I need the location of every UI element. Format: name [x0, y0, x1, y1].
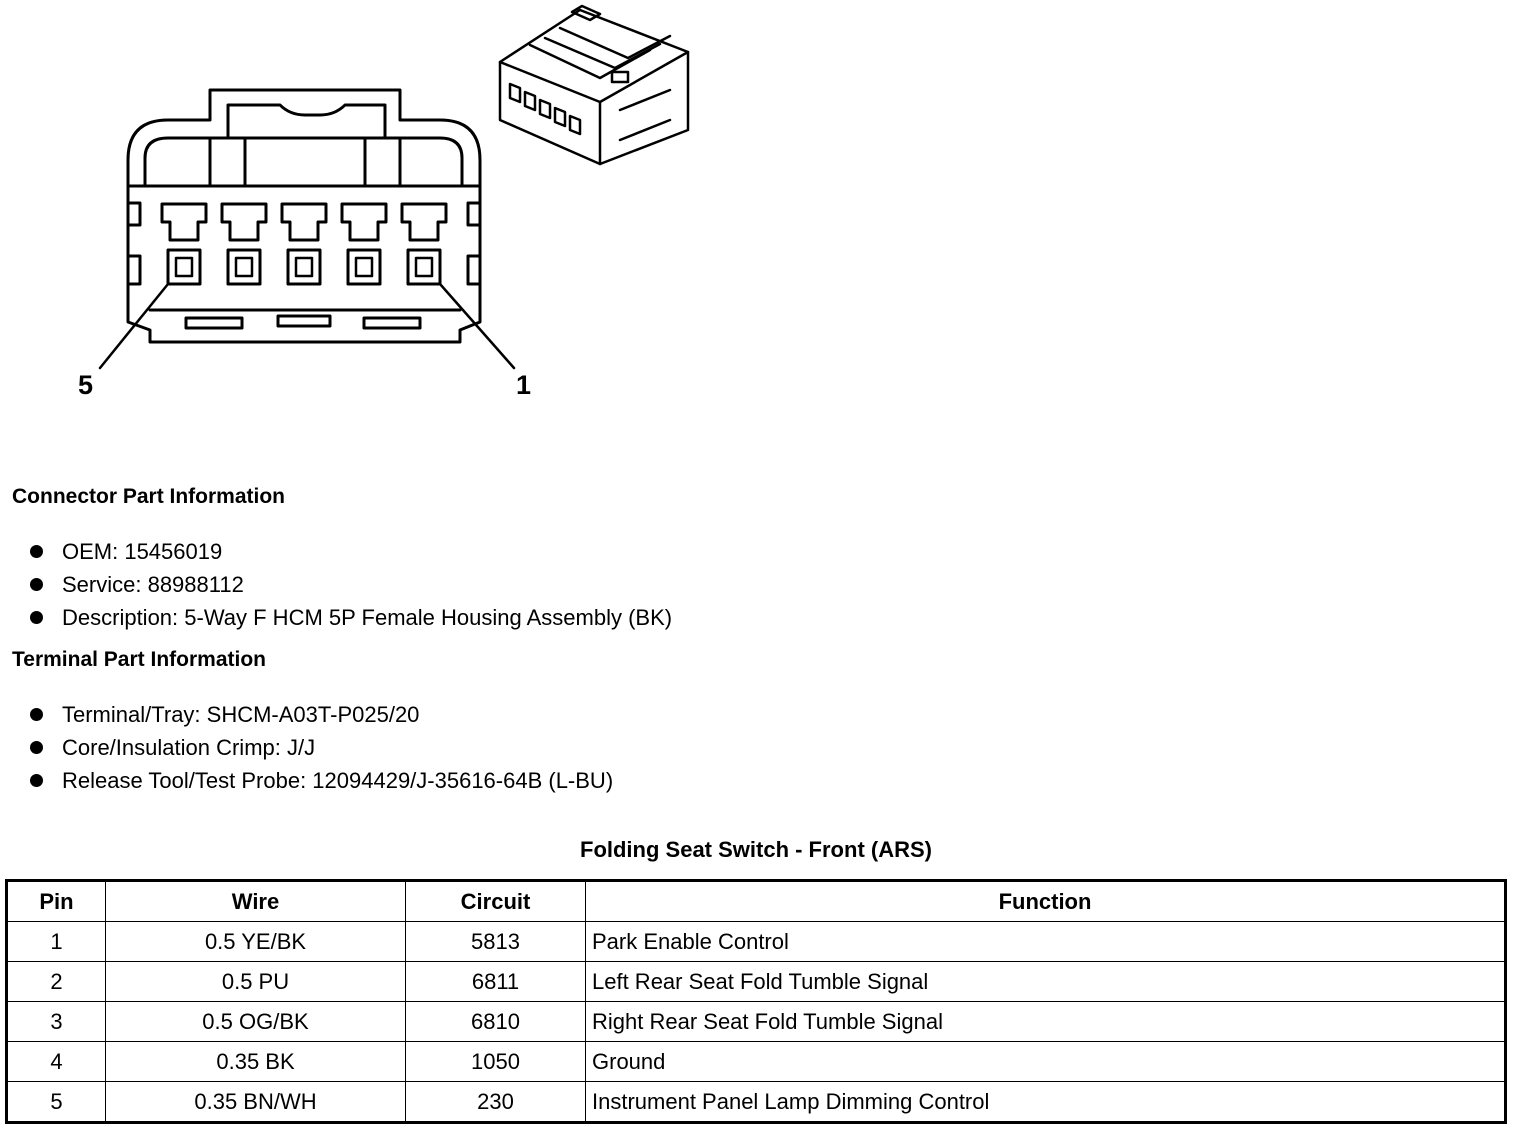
terminal-part-info-title: Terminal Part Information: [12, 648, 266, 671]
table-row: 1 0.5 YE/BK 5813 Park Enable Control: [6, 921, 1506, 962]
terminal-cavity-4: [220, 202, 268, 286]
bullet-icon: [30, 545, 43, 558]
table-row: 2 0.5 PU 6811 Left Rear Seat Fold Tumble…: [6, 961, 1506, 1002]
function-cell: Ground: [585, 1041, 1506, 1082]
terminal-cavity-1: [400, 202, 448, 286]
wire-cell: 0.35 BN/WH: [105, 1081, 406, 1123]
connector-latch-bar: [208, 136, 402, 188]
leader-line-pin-5: [98, 282, 170, 370]
connector-isometric-view: [498, 4, 690, 166]
bullet-icon: [30, 578, 43, 591]
table-row: 4 0.35 BK 1050 Ground: [6, 1041, 1506, 1082]
table-header-row: Pin Wire Circuit Function: [6, 880, 1506, 922]
connector-housing-outline: [126, 88, 482, 344]
side-notch: [126, 201, 142, 227]
connector-face-diagram: [98, 4, 690, 370]
terminal-cavity-2: [340, 202, 388, 286]
pin-1-label: 1: [516, 370, 532, 400]
bullet-icon: [30, 741, 43, 754]
pin-5-label: 5: [78, 370, 94, 400]
pin-cell: 2: [6, 961, 106, 1002]
column-header-function: Function: [585, 880, 1506, 922]
column-header-circuit: Circuit: [405, 880, 586, 922]
list-item: Core/Insulation Crimp: J/J: [0, 731, 613, 764]
leader-line-pin-1: [438, 282, 516, 370]
wire-cell: 0.35 BK: [105, 1041, 406, 1082]
pin-cell: 1: [6, 921, 106, 962]
connector-inner-contour: [143, 136, 464, 187]
circuit-cell: 5813: [405, 921, 586, 962]
list-item: OEM: 15456019: [0, 535, 672, 568]
wire-cell: 0.5 PU: [105, 961, 406, 1002]
list-item: Service: 88988112: [0, 568, 672, 601]
circuit-cell: 6810: [405, 1001, 586, 1042]
wire-cell: 0.5 OG/BK: [105, 1001, 406, 1042]
pin-cell: 3: [6, 1001, 106, 1042]
connector-latch: [226, 103, 387, 140]
bullet-icon: [30, 708, 43, 721]
bottom-slot: [362, 316, 422, 330]
terminal-part-info-list: Terminal/Tray: SHCM-A03T-P025/20 Core/In…: [0, 698, 613, 797]
function-cell: Park Enable Control: [585, 921, 1506, 962]
bottom-slot: [184, 316, 244, 330]
list-item: Description: 5-Way F HCM 5P Female Housi…: [0, 601, 672, 634]
column-header-pin: Pin: [6, 880, 106, 922]
pinout-table: Pin Wire Circuit Function 1 0.5 YE/BK 58…: [5, 879, 1507, 1124]
side-notch: [126, 254, 142, 286]
list-item: Terminal/Tray: SHCM-A03T-P025/20: [0, 698, 613, 731]
terminal-cavity-5: [160, 202, 208, 286]
wire-cell: 0.5 YE/BK: [105, 921, 406, 962]
side-notch: [466, 201, 482, 227]
list-item: Release Tool/Test Probe: 12094429/J-3561…: [0, 764, 613, 797]
bullet-icon: [30, 774, 43, 787]
function-cell: Instrument Panel Lamp Dimming Control: [585, 1081, 1506, 1123]
table-row: 5 0.35 BN/WH 230 Instrument Panel Lamp D…: [6, 1081, 1506, 1123]
pinout-table-title: Folding Seat Switch - Front (ARS): [580, 837, 932, 862]
circuit-cell: 1050: [405, 1041, 586, 1082]
pin-cell: 4: [6, 1041, 106, 1082]
column-header-wire: Wire: [105, 880, 406, 922]
circuit-cell: 6811: [405, 961, 586, 1002]
bullet-icon: [30, 611, 43, 624]
pin-cell: 5: [6, 1081, 106, 1123]
function-cell: Left Rear Seat Fold Tumble Signal: [585, 961, 1506, 1002]
circuit-cell: 230: [405, 1081, 586, 1123]
connector-part-info-list: OEM: 15456019 Service: 88988112 Descript…: [0, 535, 672, 634]
function-cell: Right Rear Seat Fold Tumble Signal: [585, 1001, 1506, 1042]
terminal-cavity-3: [280, 202, 328, 286]
connector-part-info-title: Connector Part Information: [12, 485, 286, 508]
side-notch: [466, 254, 482, 286]
table-row: 3 0.5 OG/BK 6810 Right Rear Seat Fold Tu…: [6, 1001, 1506, 1042]
bottom-slot: [276, 314, 332, 328]
